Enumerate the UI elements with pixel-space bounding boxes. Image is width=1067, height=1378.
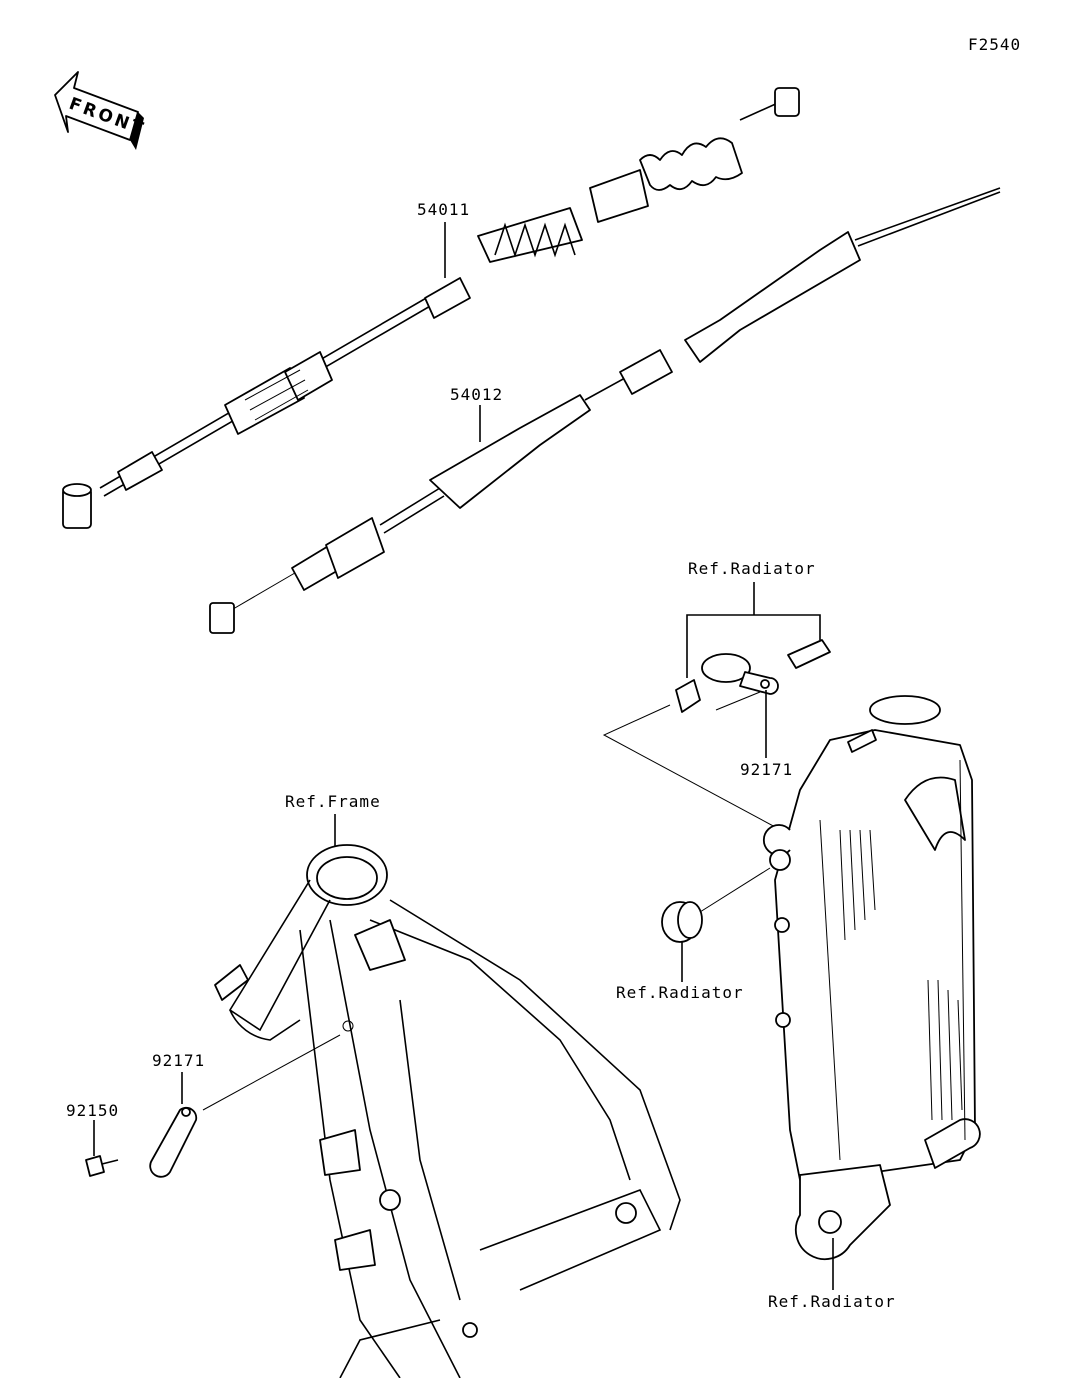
guide-line-frame [202, 1034, 341, 1111]
clutch-cable [62, 87, 800, 529]
callout-ref-frame: Ref.Frame [285, 792, 381, 811]
diagram-id: F2540 [968, 35, 1021, 54]
callout-92150: 92150 [66, 1101, 119, 1120]
bolt-92150 [85, 1155, 119, 1177]
callout-ref-radiator-top: Ref.Radiator [688, 559, 816, 578]
guide-line-radiator [602, 704, 791, 836]
callout-54012: 54012 [450, 385, 503, 404]
frame [214, 844, 681, 1378]
grommet [661, 901, 703, 943]
radiator [763, 695, 981, 1261]
throttle-cable [209, 187, 1001, 634]
callout-ref-radiator-grommet: Ref.Radiator [616, 983, 744, 1002]
callout-ref-radiator-bottom: Ref.Radiator [768, 1292, 896, 1311]
callout-54011: 54011 [417, 200, 470, 219]
callout-92171-left: 92171 [152, 1051, 205, 1070]
clamp-left [149, 1106, 198, 1178]
front-arrow-icon: FRONT [54, 71, 148, 150]
guide-line [715, 691, 761, 711]
callout-92171-right: 92171 [740, 760, 793, 779]
clamp-and-bolt [675, 639, 831, 713]
guide-line-grommet [699, 867, 771, 913]
